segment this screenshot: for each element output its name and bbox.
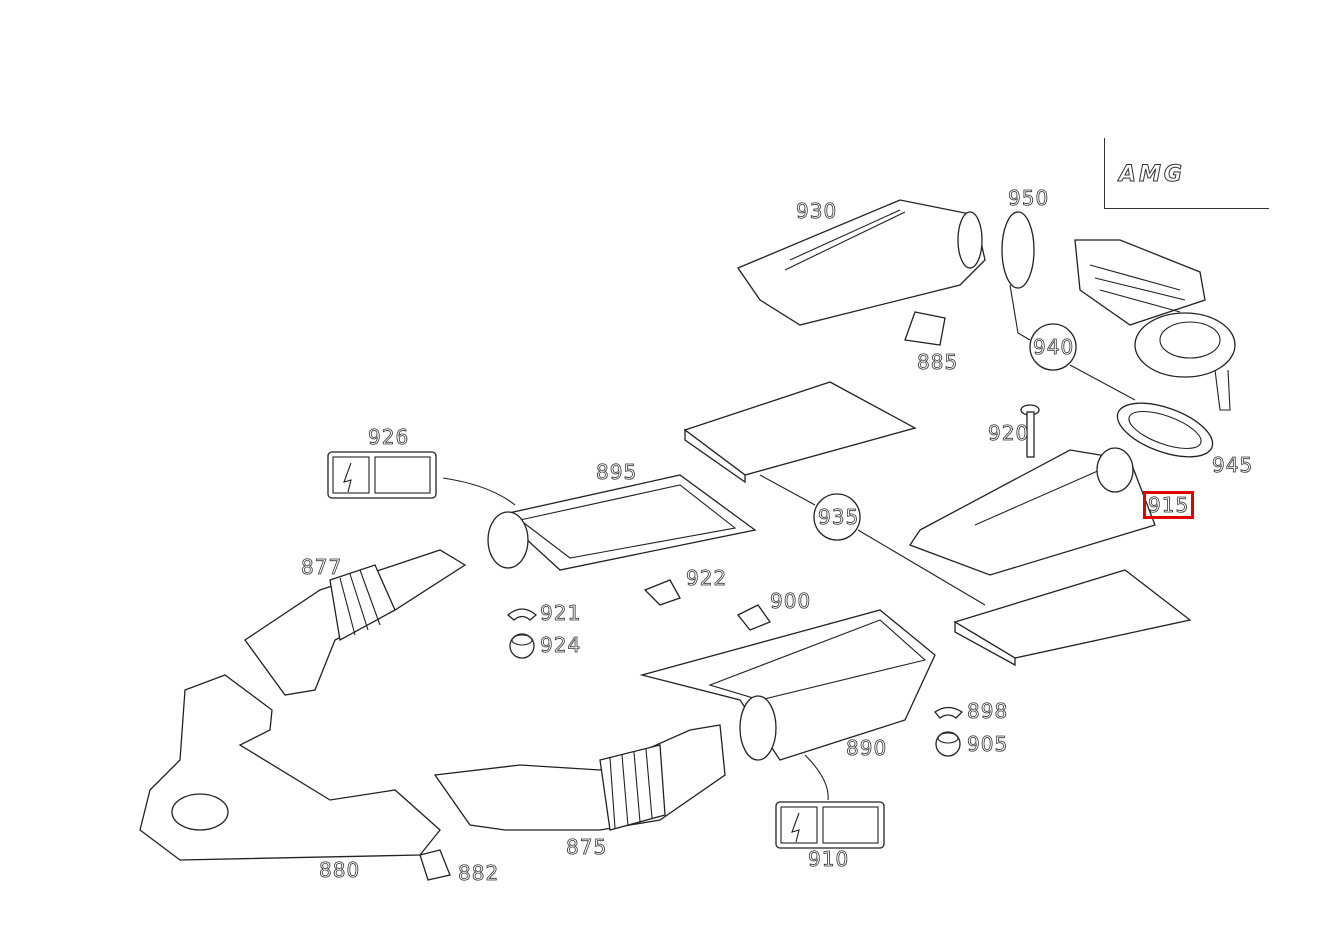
callout-910[interactable]: 910 xyxy=(808,847,850,871)
part-900-clip[interactable] xyxy=(736,604,772,631)
callout-935[interactable]: 935 xyxy=(818,505,860,529)
part-890-filter-box-lower[interactable] xyxy=(639,609,936,761)
amg-logo: AMG xyxy=(1119,162,1185,188)
part-926-warning-label[interactable] xyxy=(327,451,437,499)
callout-875[interactable]: 875 xyxy=(566,835,608,859)
part-935-air-filter-element[interactable] xyxy=(683,381,1192,667)
callout-882[interactable]: 882 xyxy=(458,861,500,885)
part-877-intake-duct[interactable] xyxy=(244,549,467,696)
part-922-clip[interactable] xyxy=(643,579,681,606)
callout-922[interactable]: 922 xyxy=(686,566,728,590)
part-940-intake-housing[interactable] xyxy=(1074,239,1236,411)
part-924-grommet[interactable] xyxy=(509,633,535,659)
callout-880[interactable]: 880 xyxy=(319,858,361,882)
callout-930[interactable]: 930 xyxy=(796,199,838,223)
amg-logo-panel: AMG xyxy=(1104,138,1269,209)
part-905-grommet[interactable] xyxy=(935,731,961,757)
callout-895[interactable]: 895 xyxy=(596,460,638,484)
part-875-intake-duct[interactable] xyxy=(433,724,726,831)
part-920-bolt[interactable] xyxy=(1020,404,1040,458)
callout-877[interactable]: 877 xyxy=(301,555,343,579)
part-895-filter-box-upper[interactable] xyxy=(487,474,757,571)
callout-950[interactable]: 950 xyxy=(1008,186,1050,210)
callout-890[interactable]: 890 xyxy=(846,736,888,760)
part-915-air-filter-housing[interactable] xyxy=(909,447,1156,576)
part-950-seal[interactable] xyxy=(1001,211,1035,289)
part-885-grommet[interactable] xyxy=(904,311,946,346)
part-910-warning-label[interactable] xyxy=(775,801,885,849)
callout-905[interactable]: 905 xyxy=(967,732,1009,756)
callout-924[interactable]: 924 xyxy=(540,633,582,657)
part-945-gasket[interactable] xyxy=(1110,392,1219,468)
callout-885[interactable]: 885 xyxy=(917,350,959,374)
callout-900[interactable]: 900 xyxy=(770,589,812,613)
callout-945[interactable]: 945 xyxy=(1212,453,1254,477)
part-930-air-filter-cover[interactable] xyxy=(737,199,986,326)
callout-920[interactable]: 920 xyxy=(988,421,1030,445)
part-898-clip[interactable] xyxy=(934,706,964,719)
callout-915-highlighted[interactable]: 915 xyxy=(1142,491,1195,519)
callout-898[interactable]: 898 xyxy=(967,699,1009,723)
part-882-clip[interactable] xyxy=(419,849,451,881)
part-880-air-guide[interactable] xyxy=(139,674,441,861)
callout-926[interactable]: 926 xyxy=(368,425,410,449)
part-921-clip[interactable] xyxy=(506,608,538,621)
callout-940[interactable]: 940 xyxy=(1033,335,1075,359)
callout-921[interactable]: 921 xyxy=(540,601,582,625)
